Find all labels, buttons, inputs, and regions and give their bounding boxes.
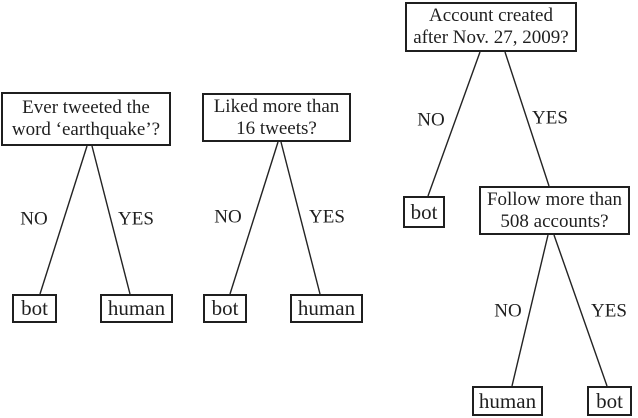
leaf-node-bot: bot bbox=[12, 294, 57, 323]
leaf-node-human: human bbox=[472, 386, 543, 416]
question-node-account-created: Account created after Nov. 27, 2009? bbox=[405, 2, 577, 52]
edge-tree3-no bbox=[427, 51, 481, 197]
leaf-node-bot: bot bbox=[203, 294, 247, 323]
question-node-earthquake: Ever tweeted the word ‘earthquake’? bbox=[1, 92, 171, 146]
edge-label-yes: YES bbox=[118, 208, 154, 230]
leaf-node-bot: bot bbox=[403, 196, 445, 228]
edge-tree3-yes bbox=[504, 51, 550, 187]
edge-tree2-yes bbox=[280, 141, 321, 295]
edge-label-no: NO bbox=[417, 109, 445, 131]
edge-tree3-sub-yes bbox=[553, 234, 608, 387]
edge-label-no: NO bbox=[494, 300, 522, 322]
edge-label-no: NO bbox=[214, 206, 242, 228]
question-node-follow-accounts: Follow more than 508 accounts? bbox=[479, 186, 630, 235]
edge-tree3-sub-no bbox=[511, 234, 549, 387]
edge-label-yes: YES bbox=[591, 300, 627, 322]
leaf-node-human: human bbox=[290, 294, 363, 323]
edge-tree2-no bbox=[229, 141, 279, 295]
edge-tree1-yes bbox=[91, 145, 131, 295]
edge-label-yes: YES bbox=[532, 107, 568, 129]
edge-tree1-no bbox=[39, 145, 88, 295]
edge-label-no: NO bbox=[20, 208, 48, 230]
leaf-node-human: human bbox=[100, 294, 173, 323]
leaf-node-bot: bot bbox=[587, 386, 632, 416]
question-node-liked-tweets: Liked more than 16 tweets? bbox=[202, 93, 351, 142]
edge-label-yes: YES bbox=[309, 206, 345, 228]
